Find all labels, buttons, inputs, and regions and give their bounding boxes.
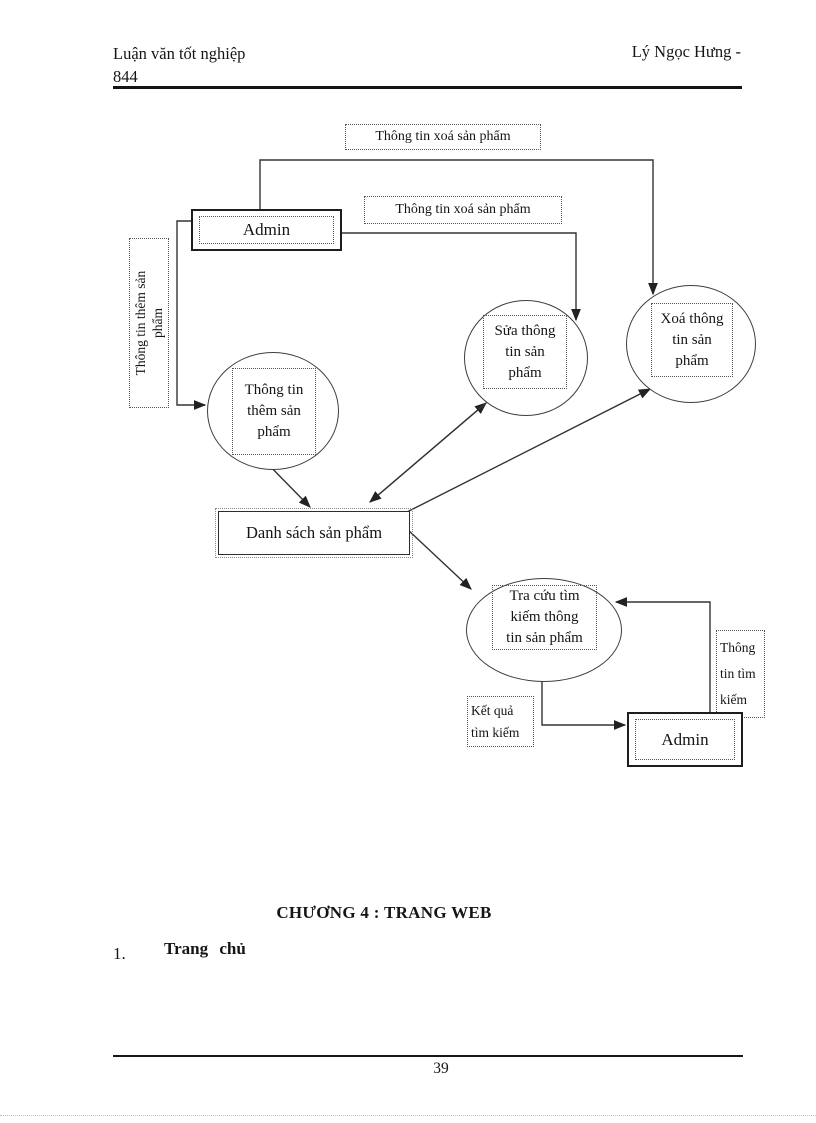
header-rule bbox=[113, 86, 742, 89]
document-title: Luận văn tốt nghiệp bbox=[113, 44, 246, 63]
list-item-number: 1. bbox=[113, 944, 126, 963]
page-number: 39 bbox=[433, 1060, 449, 1077]
header-author: Lý Ngọc Hưng - bbox=[631, 42, 741, 61]
arrow-edit-process-to-datastore bbox=[369, 402, 487, 503]
flow-label-add-vertical: Thông tin thêm sản phẩm bbox=[129, 238, 169, 408]
bottom-dotted-line bbox=[0, 1115, 816, 1116]
process-delete-product: Xoá thông tin sản phẩm bbox=[626, 285, 756, 403]
process-add-product-label: Thông tin thêm sản phẩm bbox=[232, 368, 316, 455]
list-item-title: Trang chủ bbox=[164, 939, 246, 958]
process-edit-product: Sửa thông tin sản phẩm bbox=[464, 300, 588, 416]
process-search-product: Tra cứu tìm kiếm thông tin sản phẩm bbox=[466, 578, 622, 682]
flow-label-delete-mid: Thông tin xoá sản phẩm bbox=[364, 196, 562, 224]
flow-label-add-vertical-text: Thông tin thêm sản phẩm bbox=[133, 270, 165, 376]
process-delete-product-label: Xoá thông tin sản phẩm bbox=[651, 303, 733, 377]
flow-label-search-result: Kết quả tìm kiếm bbox=[467, 696, 534, 747]
arrow-datastore-to-edit-process bbox=[369, 402, 487, 503]
arrow-datastore-to-search-process bbox=[406, 528, 472, 590]
entity-admin-top: Admin bbox=[191, 209, 342, 251]
chapter-heading: CHƯƠNG 4 : TRANG WEB bbox=[276, 903, 492, 922]
process-add-product: Thông tin thêm sản phẩm bbox=[207, 352, 339, 470]
entity-admin-top-label: Admin bbox=[199, 216, 334, 244]
entity-admin-bottom-label: Admin bbox=[635, 719, 735, 760]
arrow-admin-to-search-process bbox=[614, 597, 711, 712]
document-number: 844 bbox=[113, 67, 138, 86]
footer-rule bbox=[113, 1055, 743, 1057]
datastore-product-list: Danh sách sản phẩm bbox=[215, 508, 413, 558]
flow-label-search-info: Thông tin tìm kiếm bbox=[716, 630, 765, 718]
process-search-product-label: Tra cứu tìm kiếm thông tin sản phẩm bbox=[492, 585, 597, 650]
entity-admin-bottom: Admin bbox=[627, 712, 743, 767]
header-left: Luận văn tốt nghiệp 844 bbox=[113, 42, 245, 88]
process-edit-product-label: Sửa thông tin sản phẩm bbox=[483, 315, 567, 389]
flow-label-delete-top: Thông tin xoá sản phẩm bbox=[345, 124, 541, 150]
